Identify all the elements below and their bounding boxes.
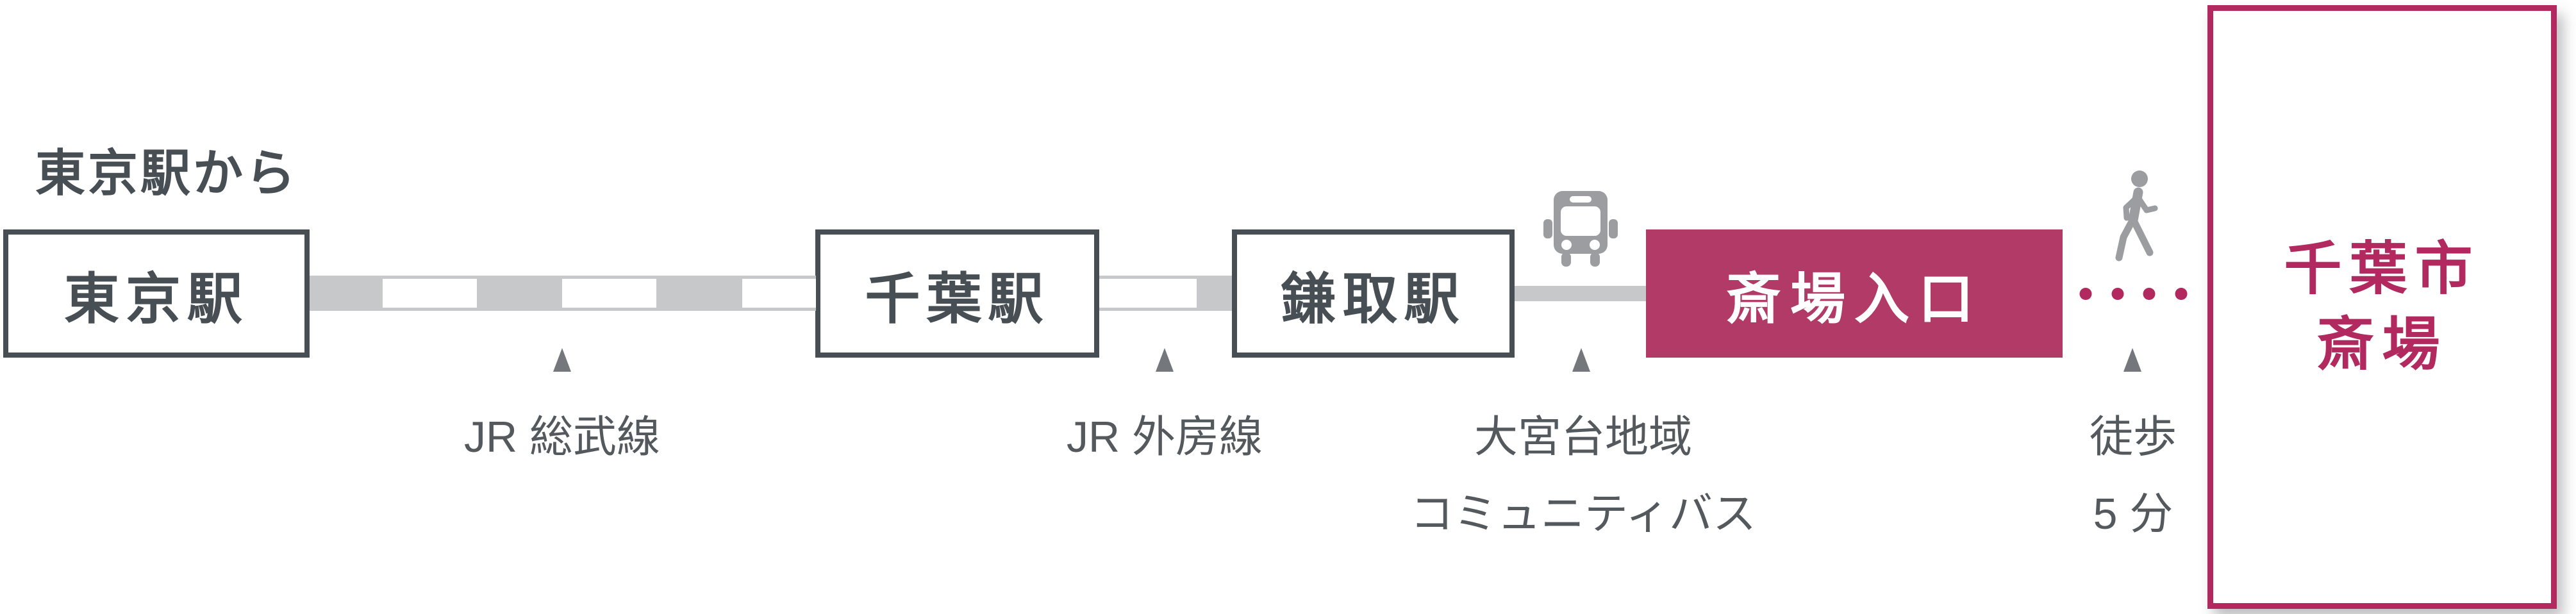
station-label: 東京駅 bbox=[64, 268, 249, 330]
marker-triangle-walk bbox=[2123, 348, 2141, 372]
segment-label-line: コミュニティバス bbox=[1410, 490, 1756, 538]
segment-label-walk: 徒歩 5 分 bbox=[2090, 399, 2177, 552]
segment-label-line: 5 分 bbox=[2093, 490, 2173, 538]
destination-label-line: 斎場 bbox=[2316, 313, 2448, 377]
walk-path-dot bbox=[2079, 288, 2092, 300]
walking-person-icon bbox=[2109, 169, 2163, 274]
rail-line-sobu bbox=[310, 276, 816, 311]
segment-label-sotobo: JR 外房線 bbox=[1067, 399, 1263, 476]
bus-icon bbox=[1541, 188, 1620, 272]
rail-line-sotobo bbox=[1099, 276, 1232, 311]
station-label: 千葉駅 bbox=[865, 268, 1050, 330]
marker-triangle-sotobo bbox=[1156, 348, 1174, 372]
segment-label-community-bus: 大宮台地域 コミュニティバス bbox=[1410, 399, 1756, 552]
destination-label-line: 千葉市 bbox=[2284, 237, 2480, 301]
segment-label-line: 徒歩 bbox=[2089, 413, 2177, 461]
station-box-chiba: 千葉駅 bbox=[815, 229, 1099, 358]
station-box-tokyo: 東京駅 bbox=[3, 229, 310, 358]
destination-box-chiba-saijo: 千葉市 斎場 bbox=[2207, 5, 2557, 609]
segment-label-line: JR 総武線 bbox=[463, 413, 661, 461]
segment-label-line: JR 外房線 bbox=[1066, 413, 1263, 461]
marker-triangle-bus bbox=[1572, 348, 1590, 372]
station-box-kamatori: 鎌取駅 bbox=[1232, 229, 1515, 358]
station-label: 鎌取駅 bbox=[1281, 268, 1466, 330]
station-box-saijo-entrance: 斎場入口 bbox=[1646, 229, 2063, 358]
walk-path-dot bbox=[2111, 288, 2124, 300]
bus-route-line bbox=[1515, 286, 1646, 301]
segment-label-line: 大宮台地域 bbox=[1474, 413, 1693, 461]
page-title: 東京駅から bbox=[35, 145, 299, 201]
segment-label-sobu: JR 総武線 bbox=[464, 399, 660, 476]
walk-path-dot bbox=[2175, 288, 2188, 300]
station-label: 斎場入口 bbox=[1726, 268, 1982, 330]
marker-triangle-sobu bbox=[553, 348, 571, 372]
walk-path-dot bbox=[2143, 288, 2156, 300]
